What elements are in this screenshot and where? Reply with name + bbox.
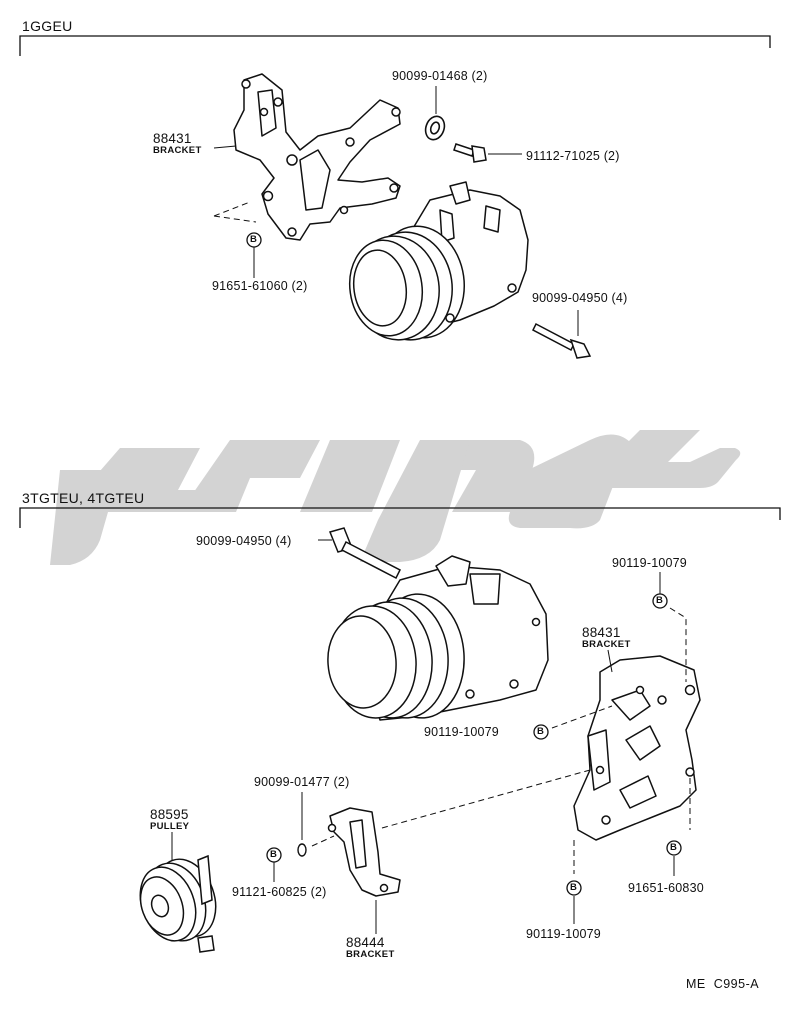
pulley-drawing [139,854,217,953]
b-bottom-part-number: 90119-10079 [526,927,601,941]
section-2-frame [19,507,781,528]
compressor-1-drawing [348,181,529,341]
washer-1-part-number: 90099-01468 (2) [392,69,488,83]
bracket-2-drawing [573,655,701,841]
bolt-right-part-number: 91651-60830 [628,881,704,895]
section-1-title: 1GGEU [22,18,73,34]
leader-bracket-1 [213,145,237,149]
bolt-long-2-part-number: 90099-04950 (4) [196,534,292,548]
dashed-line-b-mid [551,705,613,729]
callout-b-1: B [250,234,258,245]
b-top-part-number: 90119-10079 [612,556,687,570]
pulley-name: PULLEY [150,821,190,832]
section-1-frame [19,35,771,56]
bolt-a-drawing [453,143,487,163]
bracket-3-part-number: 88444 [346,935,385,950]
b-mid-part-number: 90119-10079 [424,725,499,739]
bracket-3-drawing [327,807,401,897]
bracket-1-part-number: 88431 [153,131,192,146]
dashed-line-bracket-1 [213,201,257,223]
callout-markers [246,232,682,896]
callout-b-5: B [570,882,578,893]
callout-b-2: B [656,595,664,606]
dashed-line-bracket-3 [311,769,591,847]
bolt-small-part-number: 91121-60825 (2) [232,885,327,899]
bracket-2-name: BRACKET [582,639,631,650]
washer-2-drawing [297,843,307,857]
bracket-1-drawing [233,73,401,241]
callout-b-4: B [270,849,278,860]
section-2-title: 3TGTEU, 4TGTEU [22,490,145,506]
bolt-long-2-drawing [328,527,402,580]
bolt-long-1-part-number: 90099-04950 (4) [532,291,628,305]
bolt-b-part-number: 91651-61060 (2) [212,279,308,293]
compressor-2-drawing [327,555,549,721]
dashed-line-b-top [669,607,687,682]
bolt-long-1-drawing [532,322,592,359]
diagram-code: ME C995-A [686,977,760,991]
bracket-1-name: BRACKET [153,145,202,156]
washer-1-drawing [424,115,446,141]
callout-b-6: B [670,842,678,853]
bracket-3-name: BRACKET [346,949,395,960]
watermark-logo [50,430,741,565]
washer-2-part-number: 90099-01477 (2) [254,775,350,789]
leader-bracket-2 [607,649,613,673]
bracket-2-part-number: 88431 [582,625,621,640]
callout-b-3: B [537,726,545,737]
bolt-a-part-number: 91112-71025 (2) [526,149,620,163]
pulley-part-number: 88595 [150,807,189,822]
